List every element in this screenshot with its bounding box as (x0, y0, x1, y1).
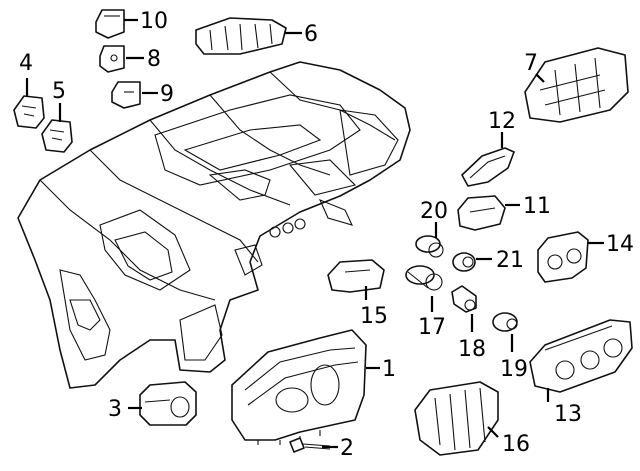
callout-16: 16 (502, 432, 530, 457)
leader-16 (487, 426, 499, 438)
part-21-socket (452, 252, 476, 272)
part-7-switch-panel (524, 47, 629, 123)
callout-5: 5 (52, 79, 66, 104)
part-15-switch (327, 259, 385, 293)
callout-20: 20 (420, 199, 448, 224)
part-14-control-panel (537, 231, 589, 283)
part-2-screw (289, 437, 331, 453)
leader-lines (25, 18, 604, 449)
callout-8: 8 (147, 47, 161, 72)
callout-10: 10 (140, 9, 168, 34)
callout-7: 7 (524, 51, 538, 76)
callout-9: 9 (160, 82, 174, 107)
part-16-switch-module (414, 381, 499, 456)
part-19-socket (492, 312, 518, 332)
callout-2: 2 (340, 436, 354, 461)
part-4-switch (13, 95, 45, 129)
part-12-bezel (461, 147, 515, 187)
part-1-instrument-cluster (231, 329, 367, 445)
part-18-socket (451, 285, 477, 313)
callout-1: 1 (382, 357, 396, 382)
callout-15: 15 (360, 304, 388, 329)
callout-13: 13 (554, 402, 582, 427)
part-17-power-point (405, 265, 443, 291)
callout-3: 3 (108, 397, 122, 422)
callout-11: 11 (523, 194, 551, 219)
callout-21: 21 (496, 248, 524, 273)
callout-6: 6 (304, 22, 318, 47)
part-9-switch (111, 81, 141, 109)
part-5-switch (41, 119, 73, 153)
callout-12: 12 (488, 109, 516, 134)
callout-4: 4 (19, 51, 33, 76)
part-3-switch (139, 381, 197, 426)
part-13-climate-control (529, 319, 633, 393)
callout-14: 14 (606, 232, 634, 257)
part-20-power-point (415, 235, 444, 258)
callout-17: 17 (418, 315, 446, 340)
callout-labels: 1 2 3 4 5 6 7 8 9 10 11 12 13 14 15 16 1… (19, 9, 634, 461)
instrument-panel (17, 61, 411, 389)
part-6-switch-bar (195, 17, 287, 55)
part-10-switch (95, 9, 125, 39)
part-8-switch (99, 45, 125, 73)
callout-18: 18 (458, 337, 486, 362)
leader-7 (535, 73, 545, 83)
part-11-switch (457, 195, 506, 231)
callout-19: 19 (500, 357, 528, 382)
